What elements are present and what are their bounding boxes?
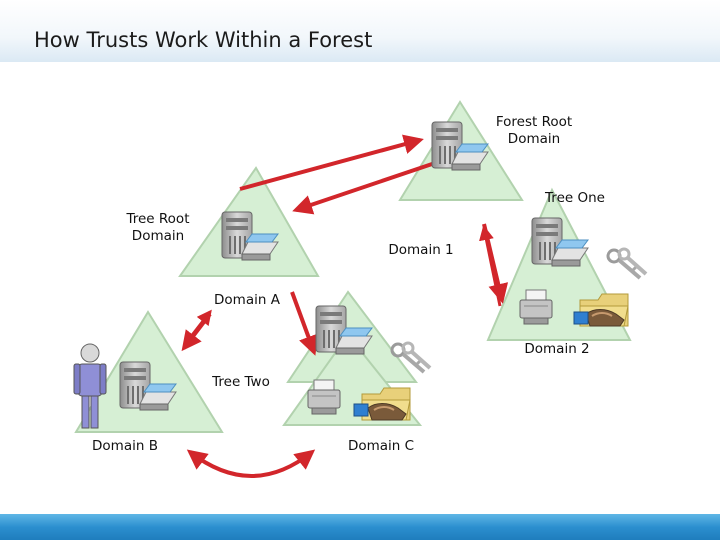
label-domain-b: Domain B [92,438,158,454]
label-domain-1: Domain 1 [388,242,454,258]
label-tree-root: Tree Root Domain [104,211,212,245]
trust-arrow [186,449,316,478]
trust-arrow [479,225,502,307]
label-tree-root-line1: Tree Root [126,211,190,227]
header-bar [0,0,720,62]
trust-arrow [290,291,318,356]
trust-arrows [181,134,509,478]
footer-bar [0,514,720,540]
label-forest-root-line2: Domain [507,131,561,147]
label-domain-a: Domain A [214,292,280,308]
label-tree-root-line2: Domain [131,228,185,244]
server-icon [531,217,589,267]
label-domain-c: Domain C [347,438,415,454]
key-icon [606,247,648,280]
trust-arrow [239,134,424,191]
label-tree-two: Tree Two [212,374,270,390]
trust-arrow [292,160,439,215]
label-domain-2: Domain 2 [524,341,590,357]
user-icon [73,343,107,429]
slide-title: How Trusts Work Within a Forest [34,28,373,52]
label-tree-one: Tree One [545,190,605,206]
label-forest-root-line1: Forest Root [495,114,573,130]
trust-arrow [184,309,212,344]
label-forest-root: Forest Root Domain [478,114,590,148]
